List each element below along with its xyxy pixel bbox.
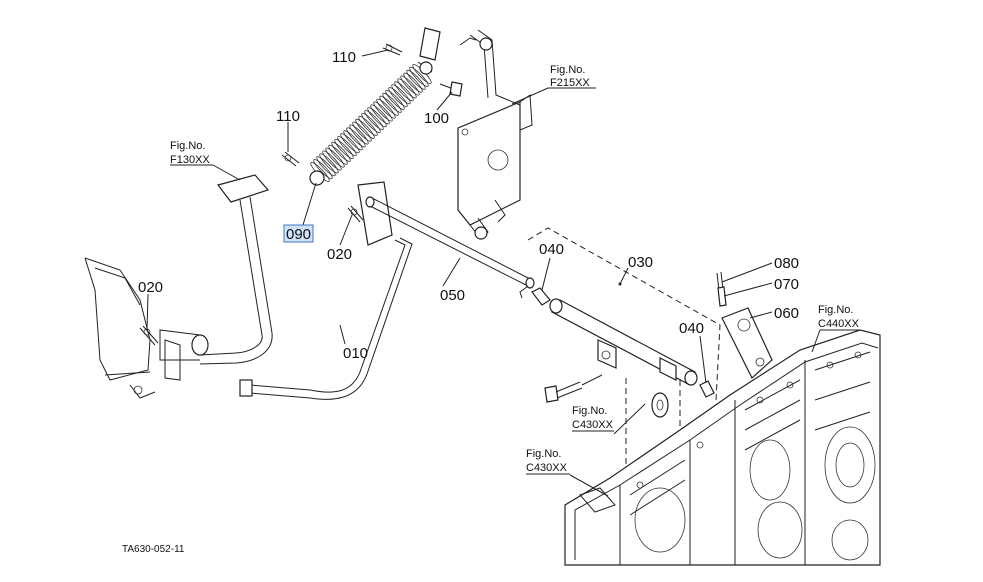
spring-coil: [358, 115, 378, 136]
spring-coil: [373, 101, 393, 122]
fig-ref-c430-upper[interactable]: Fig.No. C430XX: [572, 405, 614, 432]
spring-coil: [400, 75, 420, 96]
pedal-assembly: [84, 174, 273, 399]
fig-ref-title: Fig.No.: [170, 140, 205, 152]
callout-080[interactable]: 080: [774, 255, 799, 272]
shaft-030: [549, 298, 698, 386]
callout-110-left[interactable]: 110: [276, 108, 300, 125]
callout-090-highlight: [283, 224, 314, 243]
spring-coil: [343, 130, 363, 151]
transmission-case: [564, 329, 881, 566]
spring-coil: [349, 124, 369, 145]
spring-coil: [409, 66, 429, 87]
fig-ref-title: Fig.No.: [818, 304, 853, 316]
bracket-f215: [457, 29, 533, 240]
callout-020-left[interactable]: 020: [138, 279, 163, 296]
spring-coil: [361, 113, 381, 133]
spring-coil: [319, 153, 339, 174]
fig-ref-code: F215XX: [550, 77, 590, 89]
plate-060: [721, 307, 773, 379]
spring-coil: [334, 138, 354, 159]
spring-coil: [337, 136, 357, 157]
callout-040-left[interactable]: 040: [539, 241, 564, 258]
spring-coil: [391, 84, 411, 105]
callout-050[interactable]: 050: [440, 287, 465, 304]
clip-110-left: [281, 151, 300, 167]
callout-060[interactable]: 060: [774, 305, 799, 322]
fig-ref-title: Fig.No.: [550, 64, 585, 76]
clip-110-top: [382, 43, 403, 56]
fig-ref-code: C440XX: [818, 318, 860, 330]
spring-coil: [364, 110, 384, 131]
fig-ref-code: C430XX: [572, 419, 614, 431]
spring-coil: [355, 118, 375, 139]
spring-coil: [346, 127, 366, 148]
spring-coil: [316, 156, 336, 177]
fig-ref-title: Fig.No.: [572, 405, 607, 417]
shaft-050: [357, 181, 535, 299]
spring-coil: [397, 78, 417, 99]
fig-ref-title: Fig.No.: [526, 448, 561, 460]
spring-coil: [376, 98, 396, 119]
pin-070: [717, 286, 727, 307]
spring-coil: [325, 147, 345, 168]
callout-030[interactable]: 030: [628, 254, 653, 271]
washer: [651, 392, 669, 418]
spring-coil: [379, 95, 399, 116]
fig-ref-c440[interactable]: Fig.No. C440XX: [818, 304, 860, 330]
spring-coil: [313, 159, 333, 180]
spring-top-rod: [309, 27, 441, 186]
spring-coil: [403, 72, 423, 93]
callout-100[interactable]: 100: [424, 110, 449, 127]
bushing-040-left: [531, 287, 551, 306]
drawing-code: TA630-052-11: [122, 544, 185, 555]
callout-070[interactable]: 070: [774, 276, 799, 293]
spring-coil: [322, 150, 342, 171]
spring-090: [310, 64, 432, 182]
fig-ref-f215[interactable]: Fig.No. F215XX: [550, 64, 590, 89]
rod-010: [239, 237, 413, 400]
callout-010[interactable]: 010: [343, 345, 368, 362]
mount-bolt: [544, 374, 603, 403]
callout-040-right[interactable]: 040: [679, 320, 704, 337]
callout-110-top[interactable]: 110: [332, 49, 356, 66]
bushing-040-right: [699, 380, 715, 398]
spring-coil: [394, 81, 414, 102]
bolt-100: [439, 81, 463, 97]
spring-coil: [331, 141, 351, 162]
spring-coil: [406, 69, 426, 90]
cotter-pin-020-mid: [347, 205, 364, 223]
spring-coil: [367, 107, 387, 128]
spring-coil: [370, 104, 390, 125]
spring-coil: [328, 144, 348, 165]
fig-ref-code: F130XX: [170, 154, 210, 166]
spring-coil: [385, 89, 405, 110]
fig-ref-code: C430XX: [526, 462, 568, 474]
spring-coil: [382, 92, 402, 113]
fig-ref-f130[interactable]: Fig.No. F130XX: [170, 140, 213, 166]
leader-lines: [146, 49, 860, 497]
callout-090[interactable]: 090: [286, 226, 311, 243]
spring-coil: [352, 121, 372, 142]
spring-coil: [388, 87, 408, 108]
fig-ref-c430-lower[interactable]: Fig.No. C430XX: [526, 448, 570, 475]
cotter-pin-020-left: [139, 325, 159, 346]
spring-coil: [340, 133, 360, 154]
callout-020-mid[interactable]: 020: [327, 246, 352, 263]
